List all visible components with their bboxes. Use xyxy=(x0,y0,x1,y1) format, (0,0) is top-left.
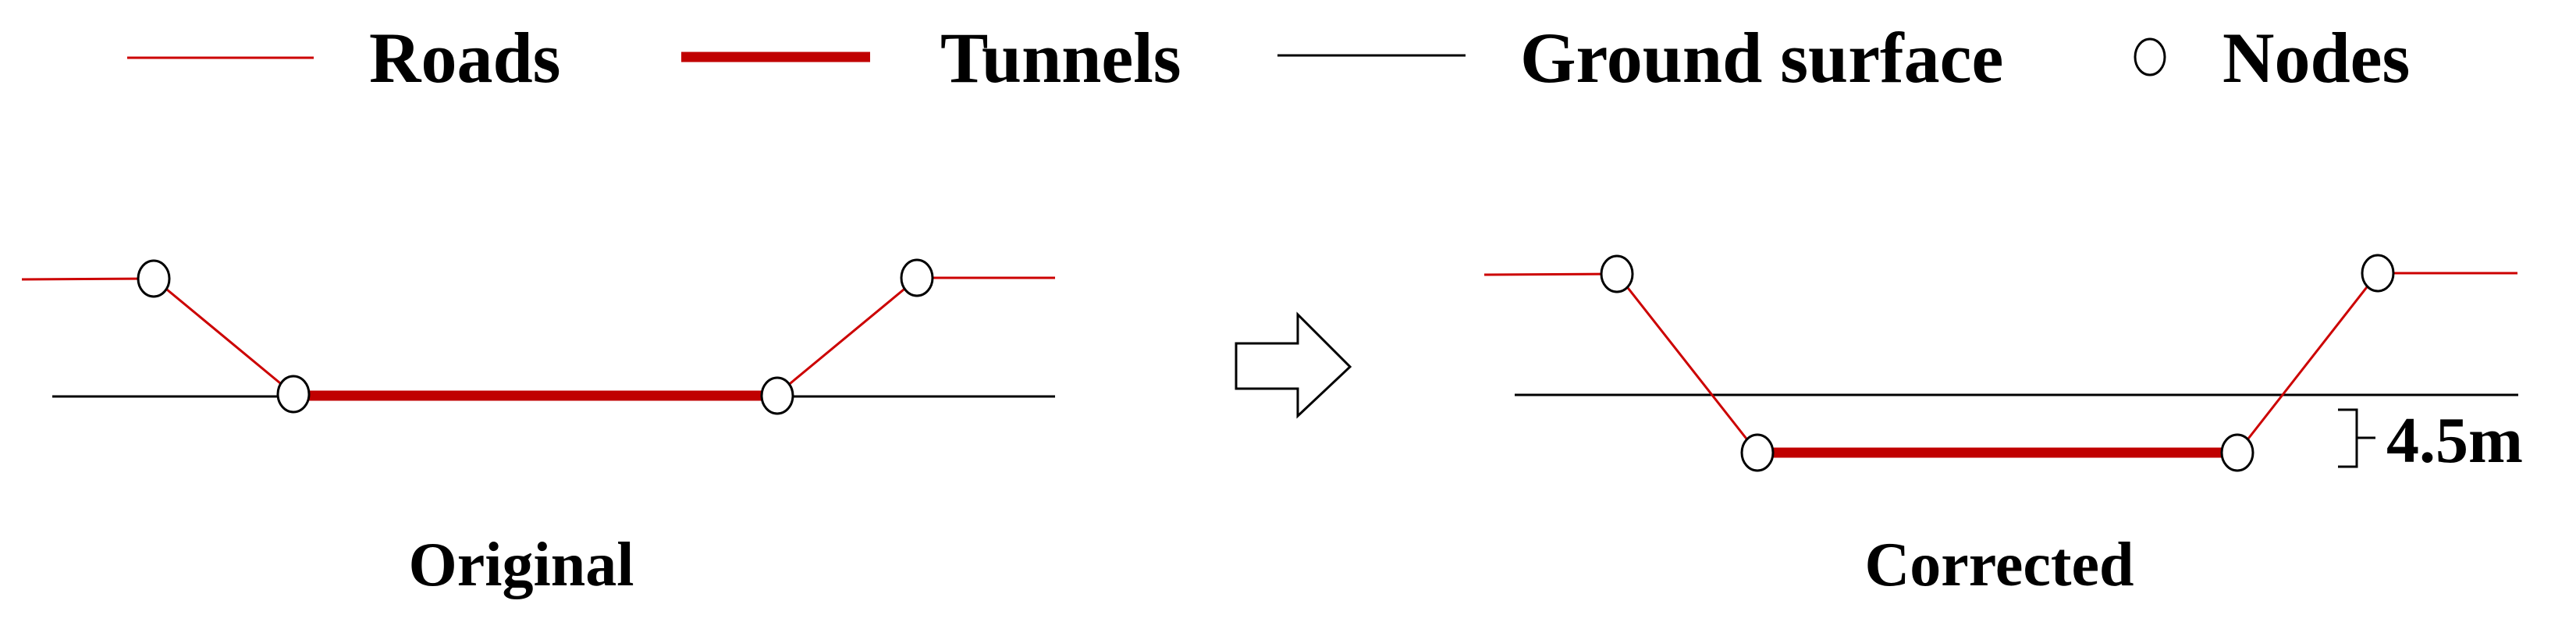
right-arrow-outline-icon xyxy=(1235,311,1352,419)
corrected-panel: 4.5m Corrected xyxy=(1483,254,2523,599)
original-panel: Original xyxy=(21,258,1055,599)
depth-bracket-icon xyxy=(2338,408,2375,468)
legend-tunnels: Tunnels xyxy=(681,18,1181,98)
legend-nodes: Nodes xyxy=(2134,18,2410,98)
corrected-node xyxy=(1600,254,1634,293)
original-road-left-ramp xyxy=(153,277,294,396)
corrected-road-left-ramp xyxy=(1615,273,1759,453)
legend-node-circle-icon xyxy=(2134,37,2166,76)
legend-nodes-label: Nodes xyxy=(2222,18,2410,98)
legend-ground-label: Ground surface xyxy=(1520,18,2003,98)
legend-roads: Roads xyxy=(127,18,560,98)
corrected-road-left xyxy=(1483,272,1618,276)
legend-tunnels-label: Tunnels xyxy=(940,18,1181,98)
original-node xyxy=(760,376,794,415)
corrected-node xyxy=(2361,254,2395,293)
legend-ground-surface: Ground surface xyxy=(1277,18,2003,98)
original-road-right-ramp xyxy=(776,277,918,396)
original-node xyxy=(900,258,934,297)
corrected-node xyxy=(2220,433,2254,472)
original-caption: Original xyxy=(409,531,634,599)
original-node xyxy=(276,375,311,414)
corrected-caption: Corrected xyxy=(1865,531,2134,599)
corrected-node xyxy=(1740,433,1775,472)
depth-label: 4.5m xyxy=(2386,404,2523,477)
legend-roads-label: Roads xyxy=(369,18,560,98)
legend: Roads Tunnels Ground surface Nodes xyxy=(127,18,2410,98)
original-node xyxy=(137,259,171,298)
corrected-road-right-ramp xyxy=(2236,272,2379,453)
